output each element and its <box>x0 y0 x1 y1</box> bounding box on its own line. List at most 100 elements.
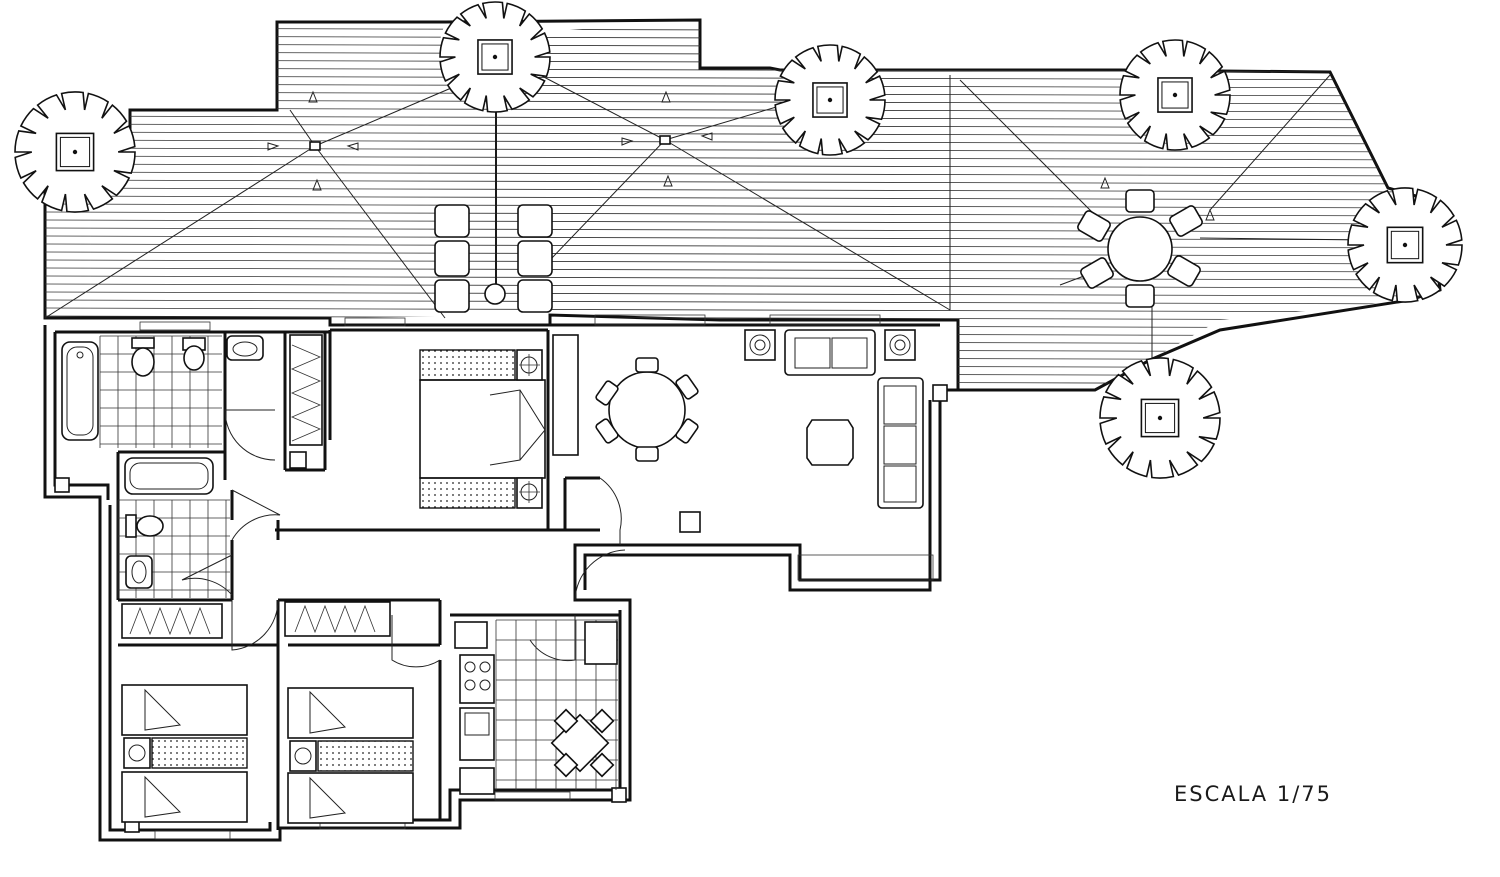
chair-icon <box>589 752 615 778</box>
terrace <box>14 1 1463 479</box>
main-bathroom <box>61 335 264 448</box>
deck-plank-line <box>45 283 1440 289</box>
deck-plank-line <box>45 83 1440 89</box>
deck-plank-line <box>45 219 1440 225</box>
chair-icon <box>1125 284 1155 308</box>
deck-plank-line <box>45 163 1440 169</box>
chair-icon <box>595 418 619 444</box>
tree-planter-icon <box>1099 357 1221 479</box>
nightstand-icon <box>419 477 516 509</box>
deck-plank-line <box>45 291 1440 297</box>
deck-plank-line <box>45 307 1440 313</box>
wardrobe-icon <box>284 601 391 637</box>
deck-plank-line <box>45 379 1440 385</box>
wardrobes <box>121 334 391 639</box>
sun-lounger-icon <box>434 204 470 238</box>
drain-icon <box>659 135 671 145</box>
chair-icon <box>553 752 579 778</box>
living-room <box>595 329 924 509</box>
kitchen-sink-icon <box>459 707 495 761</box>
deck-plank-line <box>45 299 1440 305</box>
chair-icon <box>635 357 659 373</box>
deck-plank-line <box>45 315 1440 321</box>
door-swing-icon <box>574 549 626 601</box>
deck-plank-line <box>45 51 1440 57</box>
parasol-icon <box>484 283 506 305</box>
chair-icon <box>1080 257 1114 289</box>
deck-plank-line <box>45 195 1440 201</box>
deck-plank-line <box>45 35 1440 41</box>
chair-icon <box>1169 205 1203 237</box>
deck-plank-line <box>45 123 1440 129</box>
deck-plank-line <box>45 211 1440 217</box>
scale-label: ESCALA 1/75 <box>1174 782 1333 806</box>
chair-icon <box>553 708 579 734</box>
toilet-icon <box>125 514 137 538</box>
nightstand-icon <box>317 740 414 772</box>
wardrobe-icon <box>289 334 323 446</box>
coffee-table-icon <box>806 419 854 466</box>
master-bedroom <box>419 334 579 509</box>
appliance-icon <box>459 767 495 795</box>
bedroom-two <box>121 684 248 823</box>
sun-loungers <box>434 204 553 313</box>
deck-plank-line <box>45 235 1440 241</box>
wardrobe-icon <box>121 603 223 639</box>
double-bed-icon <box>419 379 546 479</box>
chair-icon <box>675 374 699 400</box>
deck-plank-line <box>45 147 1440 153</box>
apartment-interior <box>43 314 958 842</box>
tree-planter-icon <box>774 44 886 156</box>
deck-plank-line <box>45 203 1440 209</box>
nightstand-icon <box>151 737 248 769</box>
deck-plank-line <box>45 187 1440 193</box>
door-swing-icon <box>224 409 276 461</box>
deck-plank-line <box>45 179 1440 185</box>
chair-icon <box>1167 255 1201 287</box>
deck-plank-line <box>45 27 1440 33</box>
bathroom-tiles <box>117 499 230 598</box>
deck-plank-line <box>45 43 1440 49</box>
door-swing-icon <box>529 615 576 662</box>
deck-plank-line <box>45 387 1440 390</box>
tree-planter-icon <box>1119 39 1231 151</box>
chair-icon <box>595 380 619 406</box>
deck-plank-line <box>45 131 1440 137</box>
bedroom-three <box>287 687 414 824</box>
drainage-slopes <box>44 74 1371 360</box>
chair-icon <box>589 708 615 734</box>
second-bathroom <box>117 457 230 598</box>
sink-icon <box>125 555 153 589</box>
single-bed-icon <box>287 772 414 824</box>
single-bed-icon <box>121 684 248 736</box>
chair-icon <box>1077 210 1111 242</box>
deck-plank-line <box>45 251 1440 257</box>
single-bed-icon <box>121 771 248 823</box>
bathtub-icon <box>61 341 99 441</box>
inner-wall <box>583 400 932 592</box>
kitchen <box>454 619 618 795</box>
sun-lounger-icon <box>517 240 553 277</box>
deck-plank-line <box>45 171 1440 177</box>
cabinet-icon <box>584 621 618 665</box>
tree-planter-icon <box>1347 187 1463 303</box>
columns <box>54 384 948 833</box>
deck-plank-line <box>45 267 1440 273</box>
bathtub-icon <box>124 457 214 495</box>
deck-plank-line <box>45 363 1440 369</box>
nightstand-icon <box>419 349 516 381</box>
deck-plank-line <box>45 91 1440 97</box>
sun-lounger-icon <box>434 279 470 313</box>
fridge-icon <box>454 621 488 649</box>
deck-plank-line <box>45 275 1440 281</box>
toilet-icon <box>131 337 155 349</box>
deck-plank-line <box>45 75 1440 81</box>
outdoor-table-icon <box>1107 216 1173 282</box>
deck-plank-line <box>45 227 1440 233</box>
single-bed-icon <box>287 687 414 739</box>
deck-plank-line <box>45 155 1440 161</box>
sofa-icon <box>877 377 924 509</box>
sun-lounger-icon <box>517 279 553 313</box>
deck-plank-line <box>45 59 1440 65</box>
deck-plank-line <box>45 259 1440 265</box>
